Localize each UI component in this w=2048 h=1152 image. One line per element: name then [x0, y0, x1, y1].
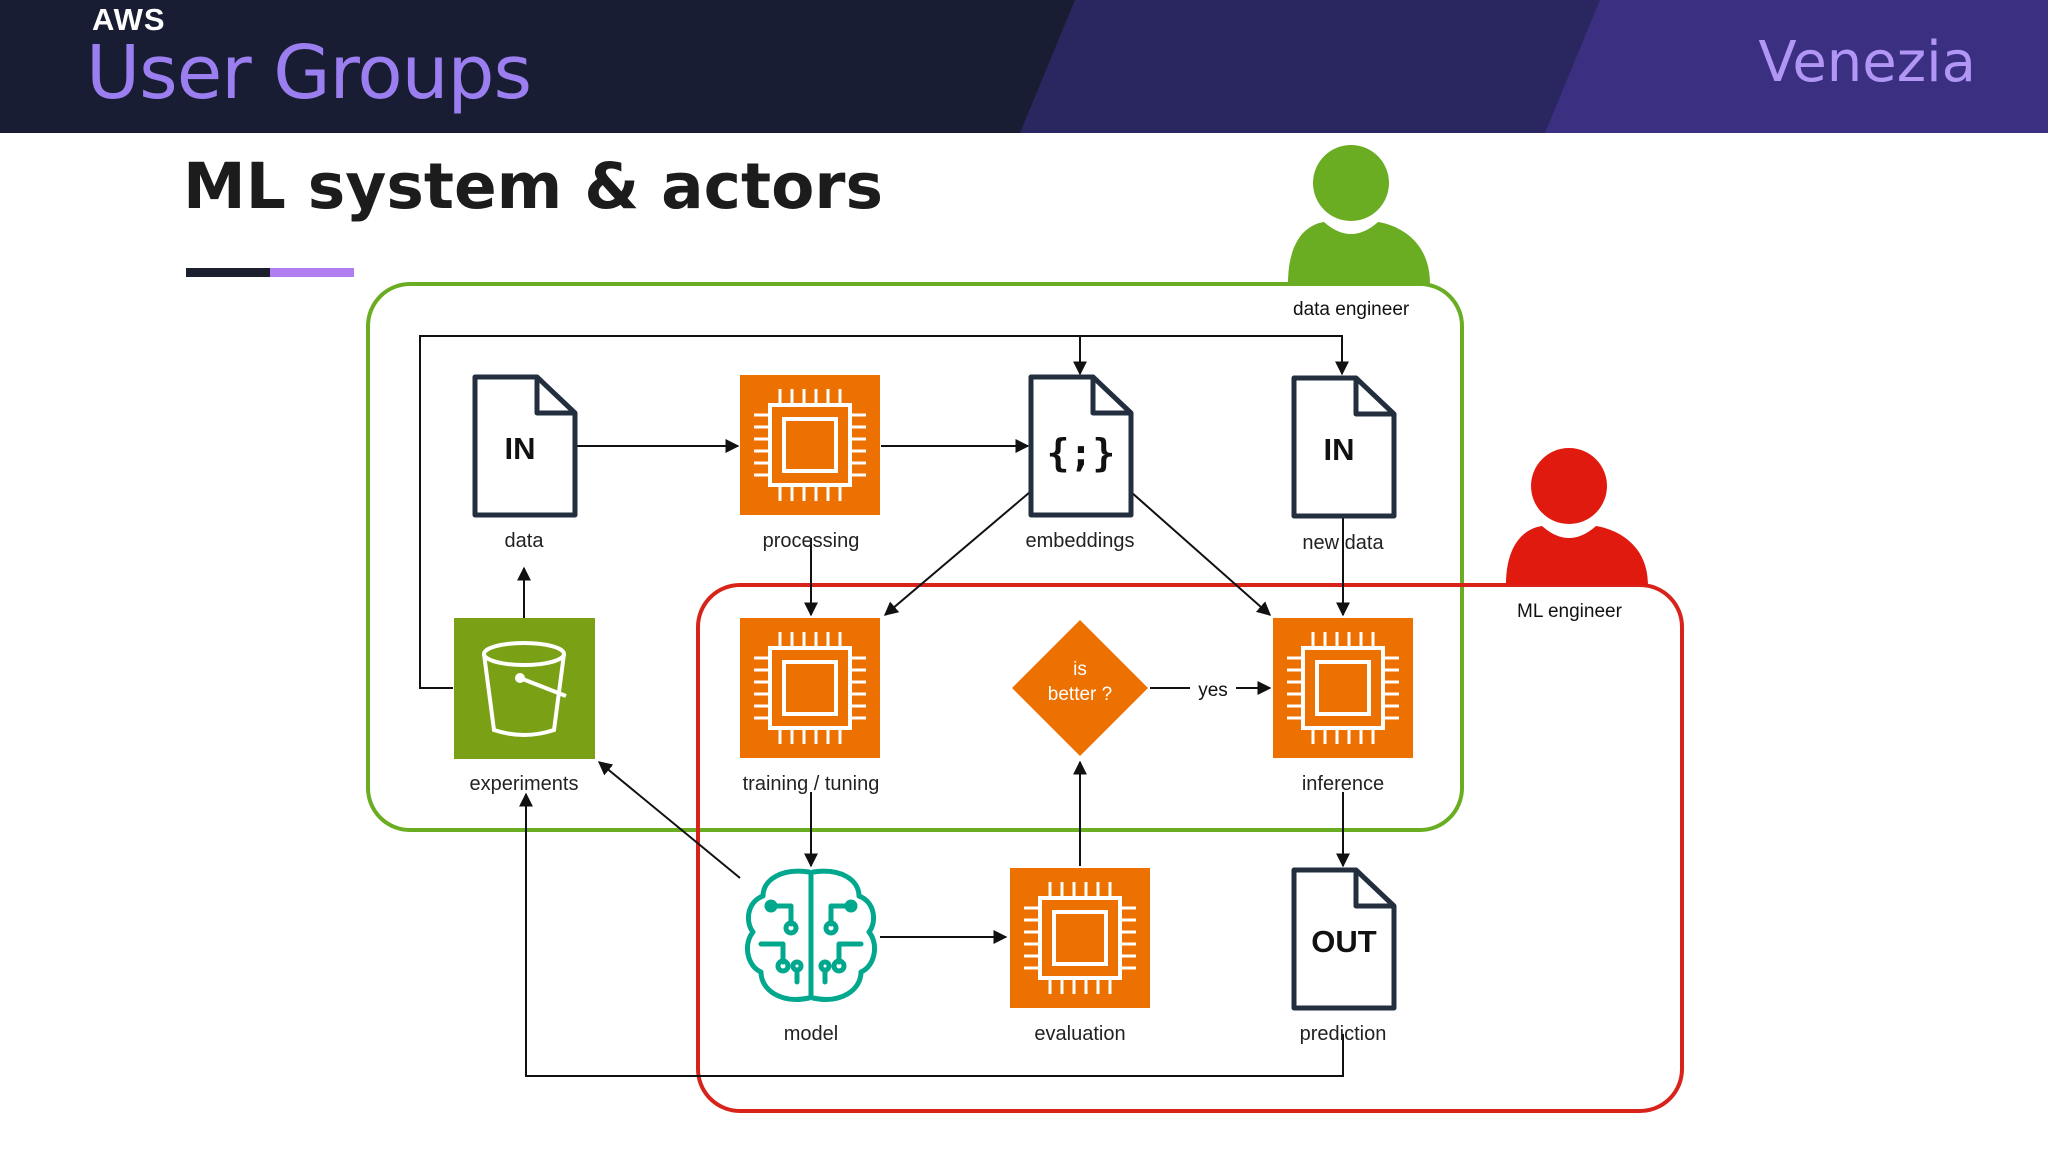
user-groups-title: User Groups [86, 30, 532, 116]
ml-engineer-zone [696, 583, 1684, 1113]
slide-title: ML system & actors [183, 150, 883, 223]
embeddings-doc-icon: {;} [1031, 377, 1131, 515]
edge-prediction-experiments [519, 792, 1344, 1077]
new-data-doc-icon: IN [1294, 378, 1394, 516]
aws-brand: AWS [92, 2, 166, 37]
svg-text:IN: IN [1324, 432, 1355, 467]
data-engineer-label: data engineer [1293, 299, 1410, 320]
yes-label: yes [1198, 680, 1228, 701]
new-data-label: new data [1302, 532, 1384, 554]
title-underline-purple [270, 268, 354, 277]
evaluation-chip-icon [1008, 866, 1152, 1010]
header-band [1020, 0, 2048, 133]
edge-embeddings-training [883, 491, 1031, 616]
svg-text:{;}: {;} [1047, 431, 1116, 475]
processing-label: processing [763, 530, 860, 552]
inference-label: inference [1302, 773, 1384, 795]
header-bar: AWS User Groups Venezia [0, 0, 2048, 133]
training-label: training / tuning [743, 773, 880, 795]
experiments-bucket-icon [454, 618, 595, 759]
embeddings-label: embeddings [1026, 530, 1135, 552]
svg-text:IN: IN [505, 431, 536, 466]
inference-chip-icon [1271, 616, 1415, 760]
title-underline-dark [186, 268, 270, 277]
prediction-label: prediction [1300, 1023, 1387, 1045]
edge-embeddings-inference [1130, 491, 1272, 616]
data-label: data [505, 530, 545, 552]
prediction-doc-icon: OUT [1294, 870, 1394, 1008]
processing-chip-icon [738, 373, 882, 517]
model-label: model [784, 1023, 838, 1045]
decision-text-1: is [1073, 659, 1087, 680]
data-engineer-zone [366, 282, 1464, 832]
ml-engineer-label: ML engineer [1517, 601, 1623, 622]
edge-experiments-newdata [419, 335, 1349, 689]
svg-text:OUT: OUT [1311, 924, 1377, 959]
decision-text-2: better ? [1048, 684, 1112, 705]
ml-engineer-icon [1506, 448, 1648, 585]
data-engineer-icon [1288, 145, 1430, 284]
training-chip-icon [738, 616, 882, 760]
location-label: Venezia [1758, 30, 1976, 95]
evaluation-label: evaluation [1034, 1023, 1125, 1045]
data-doc-icon: IN [475, 377, 575, 515]
edge-model-experiments [597, 761, 741, 879]
model-brain-icon [744, 868, 878, 1002]
decision-diamond: is better ? [1012, 620, 1148, 756]
experiments-label: experiments [470, 773, 579, 795]
